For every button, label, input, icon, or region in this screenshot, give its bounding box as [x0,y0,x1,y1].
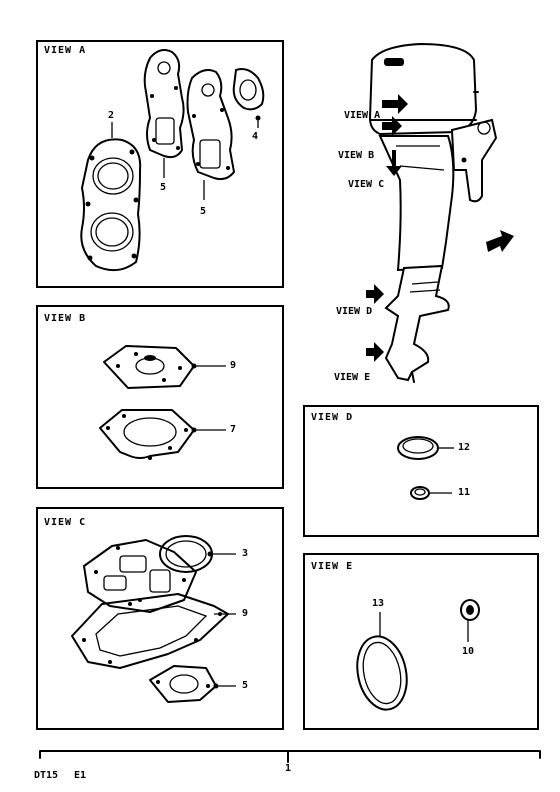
view-b-title: VIEW B [44,313,87,324]
gasket-part-3-view-c [159,535,236,573]
assembly-number: 1 [285,763,292,774]
view-b-panel: VIEW B [36,305,284,489]
part-label: 13 [372,598,385,609]
exhaust-cover-gasket-part-5-right [186,69,235,200]
exhaust-cover-gasket-part-5-left [143,49,185,178]
view-a-title: VIEW A [44,45,87,56]
view-c-panel: VIEW C [36,507,284,730]
view-e-panel: VIEW E [303,553,539,730]
part-label: 9 [230,360,237,371]
gasket-part-5-view-c [149,665,236,703]
part-label: 9 [242,608,249,619]
region-code: E1 [74,770,87,781]
part-label: 11 [458,487,471,498]
motor-callout-view-c: VIEW C [348,179,385,190]
view-c-title: VIEW C [44,517,87,528]
motor-callout-view-a: VIEW A [344,110,381,121]
oil-seal-part-10 [460,599,480,642]
motor-callout-view-e: VIEW E [334,372,371,383]
assembly-bracket [39,750,541,763]
part-label: 5 [242,680,249,691]
motor-callout-view-b: VIEW B [338,150,375,161]
part-label: 5 [200,206,207,217]
part-label: 2 [108,110,115,121]
part-label: 10 [462,646,475,657]
view-d-title: VIEW D [311,412,354,423]
o-ring-part-11 [410,486,452,500]
part-label: 3 [242,548,249,559]
gasket-part-4 [232,68,265,128]
motor-callout-view-d: VIEW D [336,306,373,317]
o-ring-part-12 [397,436,454,460]
gasket-part-7-view-b [99,409,226,460]
gasket-part-9-view-b [103,345,226,389]
view-d-panel: VIEW D [303,405,539,537]
gasket-part-9-view-c-lower [71,593,236,669]
outboard-motor-illustration [366,42,514,383]
part-label: 5 [160,182,167,193]
part-label: 12 [458,442,471,453]
cylinder-head-gasket-part-2 [80,122,142,272]
view-a-panel: VIEW A [36,40,284,288]
view-e-title: VIEW E [311,561,354,572]
model-code: DT15 [34,770,59,781]
gasket-part-9-view-c-upper [83,539,197,613]
seal-ring-part-13 [356,612,408,711]
part-label: 7 [230,424,237,435]
part-label: 4 [252,131,259,142]
